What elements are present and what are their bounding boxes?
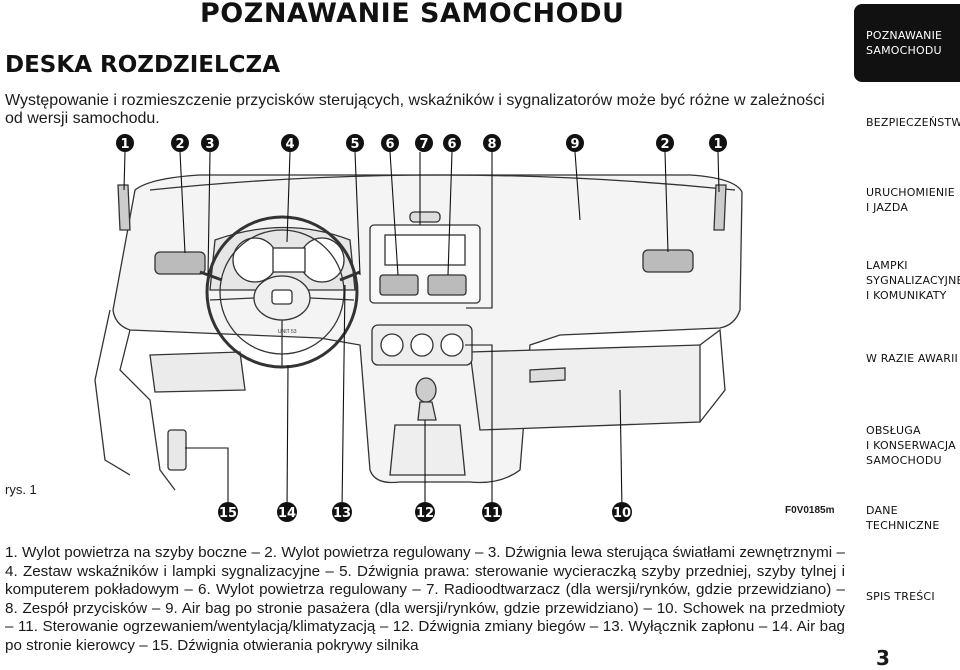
callout-6-right: 6	[443, 134, 461, 152]
callout-1-right: 1	[709, 134, 727, 152]
svg-text:9: 9	[570, 137, 579, 152]
figure-code: F0V0185m	[785, 505, 835, 516]
tab-spis-tresci[interactable]: SPIS TREŚCI	[866, 589, 935, 603]
svg-text:5: 5	[350, 137, 359, 152]
callout-2-right: 2	[656, 134, 674, 152]
top-callouts: 1 2 3 4 5 6 7 6 8 9 2 1	[116, 134, 727, 152]
svg-text:4: 4	[285, 137, 294, 152]
svg-text:2: 2	[175, 137, 184, 152]
svg-text:3: 3	[205, 137, 214, 152]
svg-text:6: 6	[447, 137, 456, 152]
intro-text: Występowanie i rozmieszczenie przycisków…	[5, 92, 825, 127]
svg-text:6: 6	[385, 137, 394, 152]
dashboard-figure: 1 2 3 4 5 6 7 6 8 9 2 1 15 14 13 12 11 1…	[0, 130, 848, 525]
section-title: DESKA ROZDZIELCZA	[5, 52, 280, 78]
callout-4: 4	[281, 134, 299, 152]
svg-text:10: 10	[613, 506, 631, 521]
callout-1-left: 1	[116, 134, 134, 152]
callout-13: 13	[332, 502, 352, 522]
callout-5: 5	[346, 134, 364, 152]
svg-text:2: 2	[660, 137, 669, 152]
unit-label: UNIT 53	[278, 329, 297, 335]
figure-caption: 1. Wylot powietrza na szyby boczne – 2. …	[5, 544, 845, 654]
svg-text:1: 1	[713, 137, 722, 152]
svg-text:12: 12	[416, 506, 434, 521]
svg-text:8: 8	[487, 137, 496, 152]
callout-9: 9	[566, 134, 584, 152]
page-header-title: POZNAWANIE SAMOCHODU	[200, 0, 625, 29]
callout-14: 14	[277, 502, 297, 522]
callout-7: 7	[415, 134, 433, 152]
callout-3: 3	[201, 134, 219, 152]
figure-label: rys. 1	[5, 482, 37, 497]
page-number: 3	[876, 646, 890, 670]
tab-bezpieczenstwo[interactable]: BEZPIECZEŃSTWO	[866, 115, 960, 129]
callout-15: 15	[218, 502, 238, 522]
callout-10: 10	[612, 502, 632, 522]
callout-6-left: 6	[381, 134, 399, 152]
svg-text:14: 14	[278, 506, 296, 521]
bottom-callouts: 15 14 13 12 11 10	[218, 502, 632, 522]
callout-2-left: 2	[171, 134, 189, 152]
svg-text:11: 11	[483, 506, 501, 521]
svg-text:7: 7	[419, 137, 428, 152]
callout-8: 8	[483, 134, 501, 152]
svg-text:15: 15	[219, 506, 237, 521]
tab-w-razie-awarii[interactable]: W RAZIE AWARII	[866, 351, 958, 365]
svg-text:13: 13	[333, 506, 351, 521]
callout-12: 12	[415, 502, 435, 522]
callout-11: 11	[482, 502, 502, 522]
svg-text:1: 1	[120, 137, 129, 152]
